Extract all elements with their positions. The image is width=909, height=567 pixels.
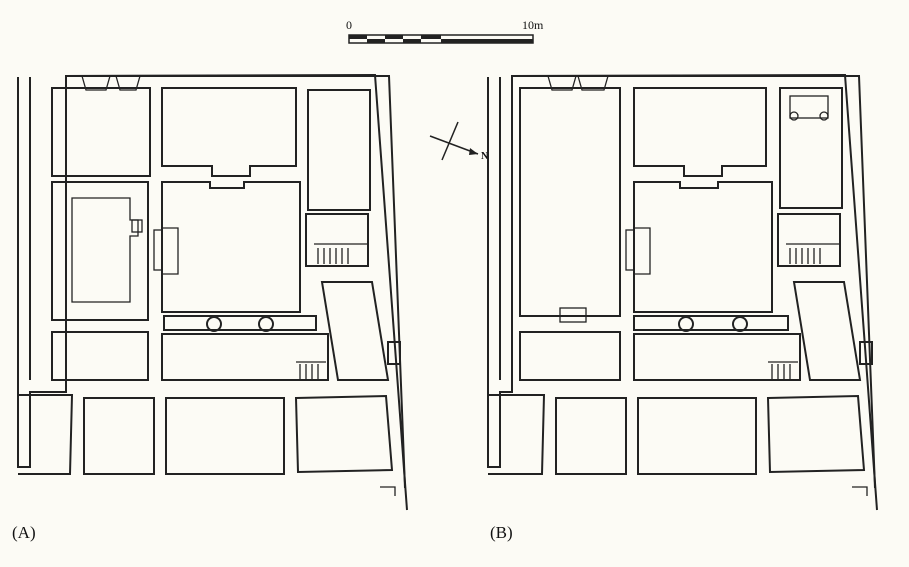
- plan-b-room-sw: [519, 331, 621, 381]
- plan-b-column: [732, 316, 748, 332]
- plan-a-column: [258, 316, 274, 332]
- panel-label-a: (A): [12, 523, 36, 542]
- plan-b-column: [678, 316, 694, 332]
- scale-bar-end-label: 10m: [522, 18, 544, 32]
- plan-b-room-nw: [519, 87, 621, 317]
- north-arrow: N: [429, 121, 489, 162]
- scale-bar: 0 10m: [346, 18, 544, 44]
- plan-a-column: [206, 316, 222, 332]
- plan-b-room-s: [633, 333, 801, 381]
- plan-a-west-court: [51, 181, 149, 321]
- plan-b-block-1: [555, 397, 627, 475]
- plan-a-room-sw: [51, 331, 149, 381]
- plan-a-room-ne: [307, 89, 371, 211]
- plan-b-central-court: [633, 181, 773, 313]
- plan-a-block-1: [83, 397, 155, 475]
- panel-label-b: (B): [490, 523, 513, 542]
- scale-bar-start-label: 0: [346, 18, 352, 32]
- plan-a-block-2: [165, 397, 285, 475]
- plan-a-central-court: [161, 181, 301, 313]
- plan-b-room-n: [633, 87, 767, 177]
- plan-a: [17, 73, 408, 511]
- north-arrow-label: N: [481, 151, 489, 162]
- plan-b-room-ne: [779, 87, 843, 209]
- plan-b: [487, 73, 878, 511]
- plan-a-block-3: [294, 394, 394, 474]
- plan-b-block-2: [637, 397, 757, 475]
- plan-a-room-n: [161, 87, 297, 177]
- plan-a-room-s: [161, 333, 329, 381]
- plan-a-room-nw: [51, 87, 151, 177]
- plan-b-block-3: [766, 394, 866, 474]
